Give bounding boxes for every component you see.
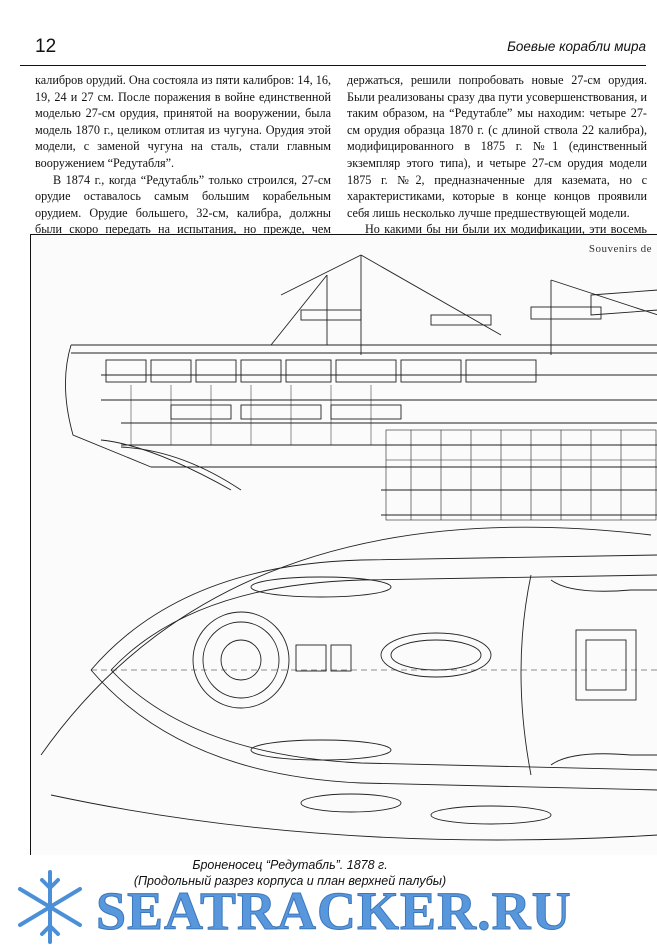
right-text-column: держаться, решили попробовать новые 27-с…: [347, 72, 647, 255]
left-paragraph-1: калибров орудий. Она состояла из пяти ка…: [35, 73, 331, 170]
page-header: 12 Боевые корабли мира: [20, 28, 646, 66]
ship-drawing-figure: Souvenirs de: [30, 234, 657, 855]
page-number: 12: [35, 36, 57, 57]
right-paragraph-1: держаться, решили попробовать новые 27-с…: [347, 73, 647, 220]
left-text-column: калибров орудий. Она состояла из пяти ка…: [35, 72, 331, 255]
running-title: Боевые корабли мира: [507, 39, 646, 54]
caption-subtitle: (Продольный разрез корпуса и план верхне…: [133, 874, 447, 888]
left-paragraph-2: В 1874 г., когда “Редутабль” только стро…: [35, 172, 331, 253]
watermark-text: SEATRACKER.RU: [96, 881, 572, 942]
watermark: SEATRACKER.RU: [0, 866, 657, 948]
plate-source-note: Souvenirs de: [588, 243, 652, 255]
caption-title: Броненосец “Редутабль”. 1878 г.: [192, 858, 388, 872]
figure-caption: Броненосец “Редутабль”. 1878 г. (Продоль…: [60, 857, 520, 889]
header-rule: [20, 65, 646, 66]
snowflake-logo-icon: [18, 870, 82, 944]
ship-blueprint-drawing: [40, 254, 657, 841]
